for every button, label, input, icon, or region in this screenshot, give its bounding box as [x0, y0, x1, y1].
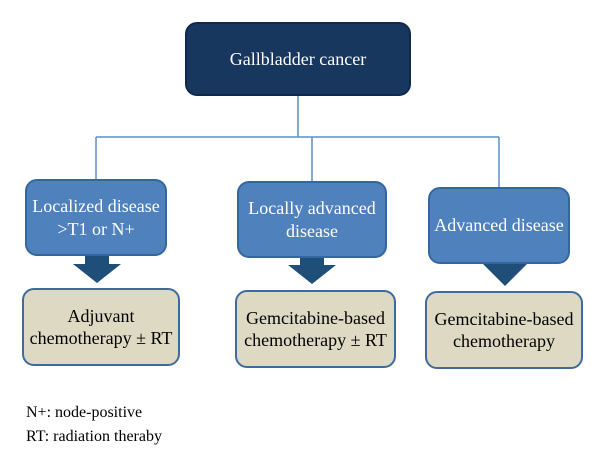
legend-node-positive: N+: node-positive — [26, 404, 143, 421]
treatment-label-line1: Adjuvant — [67, 305, 135, 326]
root-node-gallbladder-cancer: Gallbladder cancer — [185, 22, 411, 96]
category-label-line2: >T1 or N+ — [57, 218, 135, 239]
down-arrow-left — [73, 256, 121, 283]
treatment-label-line1: Gemcitabine-based — [246, 307, 385, 328]
category-locally-advanced: Locally advanced disease — [237, 181, 387, 258]
root-label: Gallbladder cancer — [229, 48, 367, 69]
treatment-label-line2: chemotherapy ± RT — [29, 328, 173, 348]
treatment-gemcitabine: Gemcitabine-based chemotherapy — [425, 291, 583, 369]
treatment-adjuvant: Adjuvant chemotherapy ± RT — [22, 288, 180, 366]
treatment-label-line2: chemotherapy ± RT — [244, 330, 387, 350]
category-localized-disease: Localized disease >T1 or N+ — [25, 179, 167, 256]
tree-connectors — [95, 96, 500, 187]
treatment-label-line2: chemotherapy — [453, 331, 555, 351]
category-label-line2: disease — [286, 220, 338, 241]
treatment-label-line1: Gemcitabine-based — [434, 308, 574, 329]
down-arrow-middle — [288, 258, 336, 284]
category-label-line1: Locally advanced — [248, 198, 376, 218]
category-label-line1: Advanced disease — [434, 215, 564, 236]
legend-radiation-therapy: RT: radiation theraby — [26, 428, 162, 445]
category-label-line1: Localized disease — [32, 196, 160, 216]
treatment-gemcitabine-rt: Gemcitabine-based chemotherapy ± RT — [235, 290, 396, 368]
category-advanced-disease: Advanced disease — [428, 187, 570, 264]
